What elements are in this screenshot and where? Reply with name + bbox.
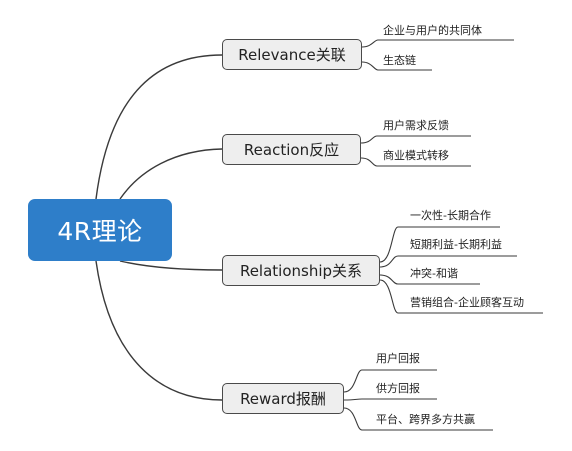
root-link-reward (95, 260, 223, 401)
branch-relationship[interactable]: Relationship关系 (222, 255, 380, 286)
leaf-link (379, 255, 517, 268)
leaf-link (379, 274, 480, 285)
leaf-link (379, 279, 543, 314)
leaf-reward-3: 平台、跨界多方共赢 (376, 413, 475, 426)
branch-label: Reward报酬 (240, 390, 326, 408)
branch-label: Reaction反应 (243, 141, 340, 159)
branch-reaction[interactable]: Reaction反应 (222, 134, 361, 165)
leaf-relevance-1: 企业与用户的共同体 (383, 24, 482, 37)
branch-label: Relevance关联 (238, 46, 346, 64)
root-node[interactable]: 4R理论 (28, 199, 172, 261)
leaf-relationship-2: 短期利益-长期利益 (410, 238, 502, 251)
leaf-link (361, 61, 432, 71)
leaf-relationship-4: 营销组合-企业顾客互动 (410, 296, 524, 309)
leaf-reaction-2: 商业模式转移 (383, 149, 449, 162)
branch-reward[interactable]: Reward报酬 (222, 383, 344, 414)
branch-relevance[interactable]: Relevance关联 (222, 39, 362, 70)
leaf-link (343, 398, 437, 401)
leaf-relationship-3: 冲突-和谐 (410, 267, 458, 280)
leaf-link (343, 369, 437, 393)
root-link-reaction (119, 148, 223, 200)
leaf-reward-2: 供方回报 (376, 382, 420, 395)
leaf-reaction-1: 用户需求反馈 (383, 119, 449, 132)
leaf-relevance-2: 生态链 (383, 54, 416, 67)
leaf-link (360, 135, 471, 144)
leaf-link (360, 157, 471, 167)
branch-label: Relationship关系 (239, 262, 363, 280)
leaf-relationship-1: 一次性-长期合作 (410, 209, 491, 222)
root-label: 4R理论 (57, 217, 143, 246)
leaf-link (361, 39, 514, 48)
root-link-relationship (119, 260, 223, 271)
root-link-relevance (95, 54, 223, 200)
leaf-link (379, 226, 500, 263)
leaf-reward-1: 用户回报 (376, 352, 420, 365)
leaf-link (343, 407, 493, 431)
